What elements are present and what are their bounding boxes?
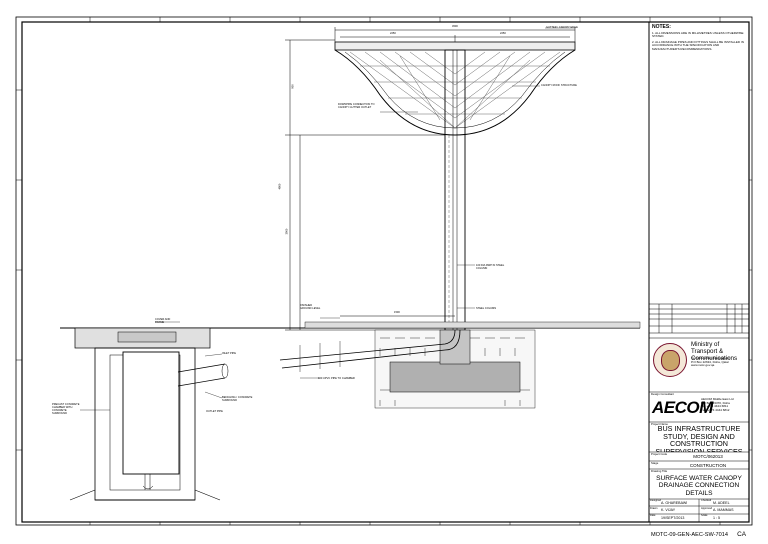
project-title: BUS INFRASTRUCTURE STUDY, DESIGN AND CON… [655,424,743,452]
chamber-pipe [177,363,229,387]
checked-value: M. ADEEL [713,500,730,505]
consultant-caption: Design Consultant [651,392,674,396]
project-code-value: MOTC/062013 [693,454,723,459]
drawing-number-section: MOTC-09-GEN-AEC-SW-7014 CA [649,528,749,544]
canopy-roof-note: CANOPY ROOF STRUCTURE [541,84,577,87]
paving [304,321,641,329]
overall-width-label: 4500 [452,25,458,28]
drain-pipe [279,329,461,372]
outer-border [15,16,753,526]
leader-lines [80,27,575,411]
concrete-footing [389,361,521,393]
chamber-cover-note: COVER AND FRAME [155,318,171,324]
date-value: 19/SEPT/2013 [661,515,685,520]
chamber-section [69,327,221,501]
drawn-label: Drawn [650,506,658,510]
info-row-designed: Designed A. GHAREBAWI Checked M. ADEEL [649,499,749,506]
scale-value: 1 : 5 [713,515,720,520]
benching-note: BENCHING / CONCRETE SURROUND [222,396,253,402]
client-contact: Technical Affairs Department P.O Box 226… [691,356,730,368]
steel-column [444,49,466,331]
column-note: STEEL COLUMN [476,307,497,310]
info-row-date: Date 19/SEPT/2013 Scale 1 : 5 [649,514,749,521]
gutter-note: GUTTER / CANOPY EDGE [546,26,578,29]
title-block: NOTES: 1. ALL DIMENSIONS ARE IN MILLIMET… [649,22,749,538]
note-2: 2. ALL DRAINAGE PIPES AND FITTINGS SHALL… [652,39,744,51]
outlet-note: OUTLET PIPE [206,410,223,413]
consultant-section: Design Consultant AECOM AECOM Middle Eas… [649,392,749,422]
consultant-address: AECOM Middle East Ltd P.O Box 23370, Doh… [701,397,734,412]
drawing-title: SURFACE WATER CANOPY DRAINAGE CONNECTION… [656,475,742,497]
info-row-drawn: Drawn K. VIJAY Approved A. MAMMAS [649,507,749,514]
finished-level-note: FINISHED GROUND LEVEL [300,304,321,310]
drawing-number: MOTC-09-GEN-AEC-SW-7014 [651,532,728,538]
checked-label: Checked [701,499,712,502]
title-block-grid [649,303,749,523]
approved-value: A. MAMMAS [713,508,734,512]
stage-section: Stage CONSTRUCTION [649,461,749,469]
width-dimension [334,27,576,42]
stage-value: CONSTRUCTION [689,463,727,468]
designed-label: Designed [650,499,661,502]
stage-caption: Stage [651,461,659,465]
client-section: Ministry of Transport & Communications T… [649,338,749,392]
height-lower-label: 3900 [285,228,289,235]
project-section: Project Name BUS INFRASTRUCTURE STUDY, D… [649,422,749,453]
rwp-note: 100 DIA RWP IN STEEL COLUMN [476,264,505,270]
notes-heading: NOTES: [652,24,671,30]
project-caption: Project Name [651,422,668,426]
notes-section: NOTES: 1. ALL DIMENSIONS ARE IN MILLIMET… [649,22,749,304]
pipe-to-chamber-note: 100 UPVC PIPE TO CHAMBER [318,377,355,380]
offset-label: 1500 [394,311,400,314]
inlet-pipe-note: INLET PIPE [222,352,236,355]
consultant-logo: AECOM [652,398,713,417]
drawing-title-caption: Drawing Title [651,469,668,473]
scale-label: Scale [701,514,708,517]
chamber-note: PRECAST CONCRETE CHAMBER WITH CONCRETE S… [52,403,80,415]
project-code-section: Project Code MOTC/062013 [649,452,749,461]
note-1: 1. ALL DIMENSIONS ARE IN MILLIMETRES UNL… [652,31,744,39]
height-total-label: 4800 [278,183,282,190]
border-ticks [16,17,752,525]
designed-value: A. GHAREBAWI [661,500,688,505]
drawn-value: K. VIJAY [661,508,676,512]
height-top-label: 900 [291,84,295,89]
half-width-left-label: 2250 [390,32,396,35]
date-label: Date [650,514,656,517]
project-code-caption: Project Code [651,452,668,456]
half-width-right-label: 2250 [500,32,506,35]
downpipe-connection-note: DOWNPIPE CONNECTION TO CANOPY GUTTER OUT… [338,103,375,109]
approved-label: Approved [701,506,713,510]
drawing-info-section: Designed A. GHAREBAWI Checked M. ADEEL D… [649,499,749,528]
height-dimension [285,39,445,331]
canopy-roof [334,41,576,136]
drawing-title-section: Drawing Title SURFACE WATER CANOPY DRAIN… [649,469,749,499]
revision-code: CA [737,531,746,538]
client-name: Ministry of Transport & Communications [691,341,738,362]
inner-border [21,21,750,523]
client-emblem [653,343,687,377]
canopy-ribs [349,51,561,129]
